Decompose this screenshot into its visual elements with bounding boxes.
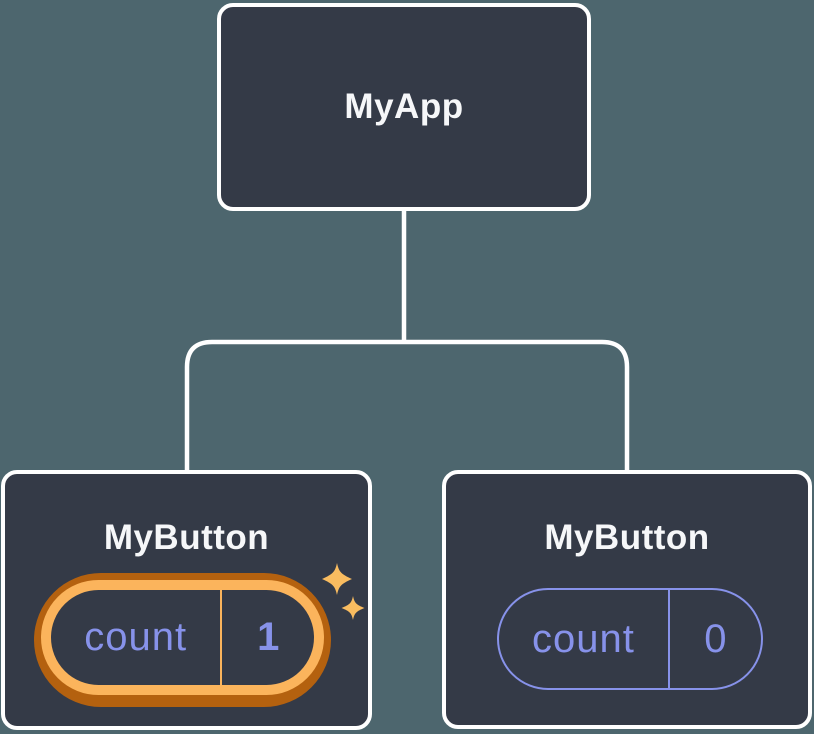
state-pill-plain: count 0	[497, 588, 763, 690]
state-name: count	[531, 616, 635, 661]
component-node-root: MyApp	[217, 3, 591, 211]
component-node-child-highlighted: MyButton count 1	[1, 470, 372, 730]
connector-branch	[184, 339, 630, 470]
state-highlight-ring: count 1	[34, 573, 331, 707]
sparkle-small	[341, 596, 365, 620]
component-node-child-plain: MyButton count 0	[442, 470, 812, 729]
pill-divider	[220, 590, 223, 685]
component-name-root: MyApp	[344, 87, 464, 126]
state-value: 1	[257, 615, 280, 659]
state-pill-highlighted: count 1	[41, 580, 324, 695]
state-value: 0	[704, 616, 727, 661]
component-name-child-2: MyButton	[544, 518, 710, 557]
component-name-child-1: MyButton	[103, 518, 270, 557]
sparkle-large	[322, 563, 352, 595]
sparkles-icon	[322, 563, 365, 620]
state-name: count	[84, 615, 188, 659]
pill-divider	[667, 590, 670, 688]
